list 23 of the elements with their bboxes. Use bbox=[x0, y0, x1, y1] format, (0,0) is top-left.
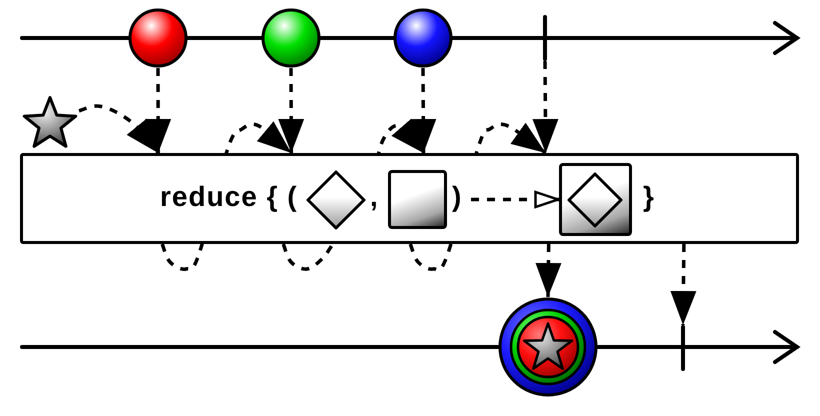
star-icon bbox=[21, 94, 79, 150]
completion-tick bbox=[681, 325, 685, 371]
dashed-arrow bbox=[670, 244, 696, 326]
comma-text: , bbox=[370, 181, 378, 213]
result-square bbox=[559, 163, 632, 236]
operator-box bbox=[20, 153, 799, 244]
dashed-arrow bbox=[535, 244, 562, 298]
brace-text: } bbox=[643, 181, 654, 213]
dashed-arrow bbox=[471, 190, 560, 208]
result-marble bbox=[498, 297, 598, 397]
dashed-arrow bbox=[278, 68, 304, 153]
diamond-shape bbox=[306, 170, 366, 230]
function-text: reduce { ( bbox=[160, 181, 298, 213]
marble bbox=[261, 8, 321, 68]
marble bbox=[393, 8, 453, 68]
paren-text: ) bbox=[452, 181, 462, 213]
marble bbox=[128, 8, 188, 68]
completion-tick bbox=[543, 15, 547, 61]
dashed-arrow bbox=[410, 68, 436, 154]
diamond-shape bbox=[567, 172, 623, 228]
square-shape bbox=[388, 170, 447, 229]
dashed-arrow bbox=[532, 60, 558, 154]
dashed-arrow bbox=[145, 68, 172, 153]
